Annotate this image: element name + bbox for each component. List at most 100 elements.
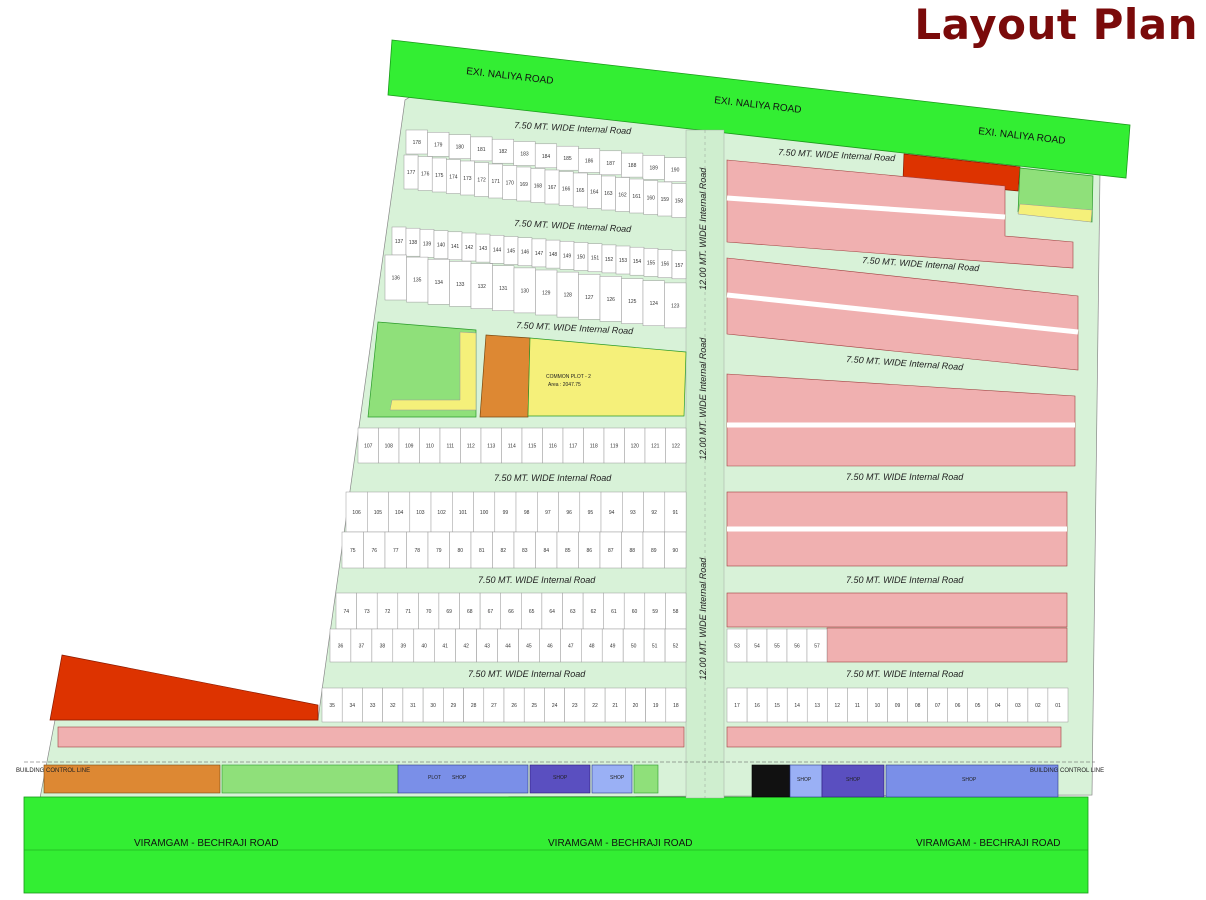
plot-number-102: 102 [437,510,446,516]
central-road-label-2: 12.00 MT. WIDE Internal Road [698,337,708,460]
plot-number-04: 04 [995,703,1001,709]
plot-number-171: 171 [492,179,501,185]
plot-number-57: 57 [814,644,820,650]
plot-number-145: 145 [507,249,516,255]
plot-number-29: 29 [451,703,457,709]
plot-number-79: 79 [436,548,442,554]
plot-number-01: 01 [1055,703,1061,709]
plot-number-65: 65 [529,609,535,615]
plot-number-26: 26 [511,703,517,709]
plot-number-46: 46 [547,644,553,650]
plot-number-22: 22 [592,703,598,709]
internal-road-label-r6: 7.50 MT. WIDE Internal Road [846,669,964,679]
plot-number-141: 141 [451,244,460,250]
common-plot-2 [527,337,687,417]
plot-number-86: 86 [587,548,593,554]
plot-number-109: 109 [405,444,414,450]
plot-number-24: 24 [552,703,558,709]
plot-number-144: 144 [493,247,502,253]
plot-number-163: 163 [604,191,613,197]
pathway-1 [726,195,1006,220]
plot-number-168: 168 [534,184,543,190]
plot-number-64: 64 [549,609,555,615]
plot-number-58: 58 [673,609,679,615]
plot-number-82: 82 [501,548,507,554]
plot-number-62: 62 [591,609,597,615]
plot-number-182: 182 [499,149,508,155]
plot-number-101: 101 [459,510,468,516]
plot-number-53: 53 [734,644,740,650]
page-title: Layout Plan [914,0,1198,49]
yellow-zone-left [389,331,477,411]
plot-158 [671,183,687,218]
plot-number-48: 48 [589,644,595,650]
plot-number-125: 125 [628,299,637,305]
blue-shop-2 [591,764,633,794]
plot-number-106: 106 [352,510,361,516]
plot-number-17: 17 [734,703,740,709]
plot-number-27: 27 [491,703,497,709]
plot-157 [671,250,687,280]
plot-number-44: 44 [505,644,511,650]
plot-number-143: 143 [479,246,488,252]
plot-number-115: 115 [528,444,536,450]
plot-123 [664,282,687,329]
plot-number-159: 159 [661,197,670,203]
garden-bottom [221,764,399,794]
plot-number-161: 161 [632,194,641,200]
plot-number-38: 38 [380,644,386,650]
plot-number-97: 97 [545,510,551,516]
plot-label: PLOT [428,775,441,781]
plot-number-83: 83 [522,548,528,554]
plot-number-94: 94 [609,510,615,516]
red-zone-bottom-left [49,654,319,721]
plot-number-66: 66 [508,609,514,615]
plot-number-183: 183 [520,152,529,158]
plot-number-77: 77 [393,548,399,554]
blue-shop-3 [789,764,823,798]
purple-shop-1 [529,764,591,794]
plot-number-60: 60 [632,609,638,615]
plot-number-50: 50 [631,644,637,650]
plot-number-85: 85 [565,548,571,554]
plot-number-74: 74 [344,609,350,615]
plot-number-41: 41 [442,644,448,650]
plot-number-130: 130 [521,288,530,294]
plot-number-172: 172 [477,178,486,184]
plot-number-180: 180 [456,145,465,151]
plot-number-134: 134 [435,280,444,286]
plot-number-49: 49 [610,644,616,650]
plot-number-78: 78 [415,548,421,554]
plot-number-98: 98 [524,510,530,516]
plot-number-122: 122 [672,444,681,450]
plot-number-186: 186 [585,159,594,165]
plot-number-87: 87 [608,548,614,554]
central-road-label-3: 12.00 MT. WIDE Internal Road [698,557,708,680]
bcl-label-right: BUILDING CONTROL LINE [1030,768,1104,774]
plot-number-118: 118 [590,444,598,450]
plot-number-05: 05 [975,703,981,709]
plot-number-47: 47 [568,644,574,650]
plot-number-25: 25 [532,703,538,709]
plot-number-72: 72 [385,609,391,615]
plot-number-114: 114 [508,444,516,450]
plot-number-96: 96 [566,510,572,516]
built-block-5 [726,592,1068,628]
garden-left [367,321,477,418]
plot-number-70: 70 [426,609,432,615]
plot-number-176: 176 [421,172,430,178]
plot-number-02: 02 [1035,703,1041,709]
plot-number-43: 43 [484,644,490,650]
plot-number-173: 173 [463,176,472,182]
plot-number-16: 16 [754,703,760,709]
plot-number-154: 154 [633,259,642,265]
bechraji-road-label-3: VIRAMGAM - BECHRAJI ROAD [916,838,1060,849]
plot-number-07: 07 [935,703,941,709]
plot-number-15: 15 [774,703,780,709]
plot-number-131: 131 [499,286,508,292]
plot-number-179: 179 [434,142,443,148]
plot-90 [664,531,687,569]
plot-number-117: 117 [569,444,577,450]
plot-number-116: 116 [549,444,557,450]
plot-number-155: 155 [647,260,656,266]
